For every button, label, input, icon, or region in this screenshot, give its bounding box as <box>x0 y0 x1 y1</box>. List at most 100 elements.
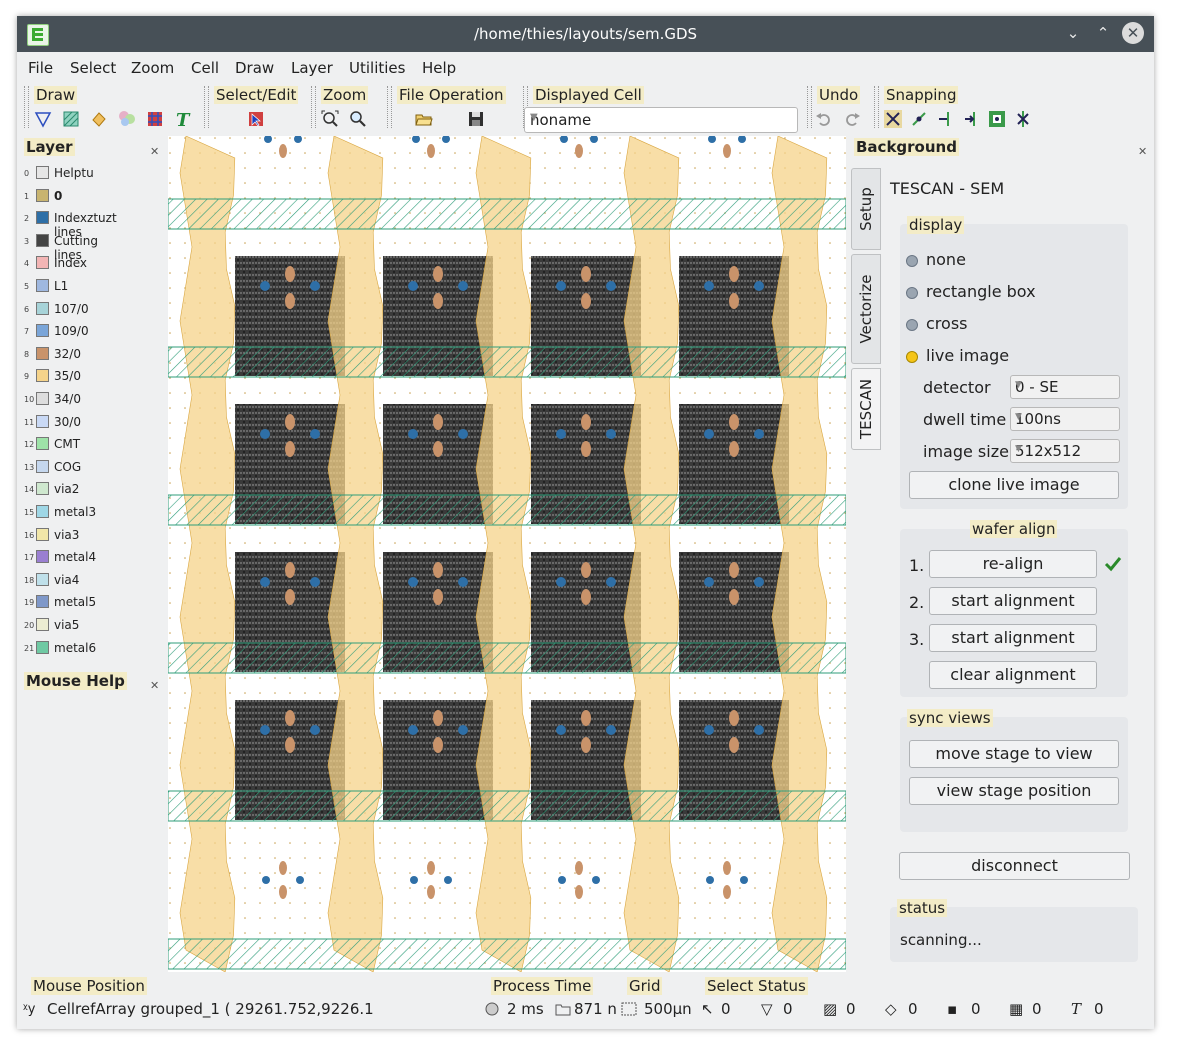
menu-help[interactable]: Help <box>422 59 457 77</box>
via-dot <box>592 876 600 884</box>
layer-swatch-icon <box>36 301 49 315</box>
contact-mark <box>433 414 443 430</box>
snap-edge-icon[interactable] <box>936 110 954 128</box>
via-dot <box>708 136 716 143</box>
toolbar-grip[interactable] <box>874 86 879 128</box>
via-dot <box>408 725 418 735</box>
radio-none[interactable]: none <box>906 250 966 269</box>
toolbar-grip[interactable] <box>807 86 812 128</box>
snap-cross-icon[interactable] <box>1014 110 1032 128</box>
displayed-cell-select[interactable]: noname ▼ <box>524 107 798 133</box>
chevron-down-icon: ▼ <box>1015 380 1022 390</box>
layer-number: 11 <box>24 417 35 427</box>
radio-live-image[interactable]: live image <box>906 346 1009 365</box>
grid-value: 500µn <box>644 1000 692 1018</box>
menu-file[interactable]: File <box>28 59 54 77</box>
toolbar-grip[interactable] <box>204 86 209 128</box>
clone-live-image-button[interactable]: clone live image <box>909 471 1119 499</box>
menu-cell[interactable]: Cell <box>191 59 220 77</box>
layer-name: L1 <box>54 279 69 293</box>
select-status-label: Select Status <box>705 977 808 995</box>
snap-point-icon[interactable] <box>910 110 928 128</box>
start-alignment-button-3[interactable]: start alignment <box>929 624 1097 652</box>
layer-swatch-icon <box>36 279 49 292</box>
layer-name: 35/0 <box>54 369 81 384</box>
dwell-time-select[interactable]: 100ns▼ <box>1010 407 1120 431</box>
snap-center-icon[interactable] <box>988 110 1006 128</box>
sync-views-label: sync views <box>907 709 993 727</box>
contact-mark <box>581 266 591 282</box>
via-dot <box>754 725 764 735</box>
maximize-icon[interactable]: ⌃ <box>1096 24 1110 42</box>
layer-name: via5 <box>54 618 80 632</box>
layer-swatch-icon <box>36 256 49 270</box>
via-dot <box>704 429 714 439</box>
close-icon[interactable]: ✕ <box>150 679 160 692</box>
layer-number: 1 <box>24 191 30 201</box>
open-folder-icon[interactable] <box>415 110 433 128</box>
minimize-icon[interactable]: ⌄ <box>1066 24 1080 42</box>
close-icon[interactable]: ✕ <box>1122 22 1144 44</box>
view-stage-position-button[interactable]: view stage position <box>909 777 1119 805</box>
menu-utilities[interactable]: Utilities <box>349 59 406 77</box>
tab-tescan[interactable]: TESCAN <box>851 368 881 450</box>
layer-panel-title: Layer <box>24 138 75 156</box>
radio-rectangle-box[interactable]: rectangle box <box>906 282 1036 301</box>
tab-setup[interactable]: Setup <box>851 168 881 250</box>
radio-cross[interactable]: cross <box>906 314 967 333</box>
clear-alignment-button[interactable]: clear alignment <box>929 661 1097 689</box>
process-extra-value: 871 n <box>574 1000 617 1018</box>
re-align-button[interactable]: re-align <box>929 550 1097 578</box>
draw-path-icon[interactable] <box>90 110 108 128</box>
contact-mark <box>279 144 287 158</box>
select-icon-pointer: ↖ <box>701 1000 714 1018</box>
layout-drawing[interactable] <box>168 136 846 972</box>
image-size-select[interactable]: 512x512▼ <box>1010 439 1120 463</box>
toolbar-grip[interactable] <box>387 86 392 128</box>
metal-column <box>623 136 680 972</box>
via-dot <box>738 136 746 143</box>
detector-select[interactable]: 0 - SE▼ <box>1010 375 1120 399</box>
draw-box-icon[interactable] <box>62 110 80 128</box>
contact-mark <box>729 562 739 578</box>
menu-layer[interactable]: Layer <box>291 59 333 77</box>
menu-zoom[interactable]: Zoom <box>131 59 175 77</box>
disconnect-button[interactable]: disconnect <box>899 852 1130 880</box>
mouse-position-value: CellrefArray grouped_1 ( 29261.752,9226.… <box>47 1000 374 1018</box>
undo-icon[interactable] <box>815 110 833 128</box>
toolbar-grip[interactable] <box>24 86 29 128</box>
via-dot <box>558 876 566 884</box>
move-stage-to-view-button[interactable]: move stage to view <box>909 740 1119 768</box>
select-icon-text: T <box>1071 1000 1082 1018</box>
contact-mark <box>729 266 739 282</box>
close-icon[interactable]: ✕ <box>1138 145 1148 158</box>
redo-icon[interactable] <box>843 110 861 128</box>
snap-grid-icon[interactable] <box>884 110 902 128</box>
draw-cellref-icon[interactable] <box>146 110 164 128</box>
draw-polygon-icon[interactable] <box>34 110 52 128</box>
layer-number: 7 <box>24 327 30 337</box>
draw-circle-icon[interactable] <box>118 110 136 128</box>
zoom-icon[interactable] <box>349 110 367 128</box>
draw-text-icon[interactable]: T <box>174 110 192 128</box>
contact-mark <box>285 293 295 309</box>
via-dot <box>260 429 270 439</box>
contact-mark <box>433 737 443 753</box>
layout-canvas[interactable] <box>168 136 846 972</box>
layer-name: metal6 <box>54 640 97 655</box>
via-dot <box>410 876 418 884</box>
start-alignment-button-2[interactable]: start alignment <box>929 587 1097 615</box>
menu-draw[interactable]: Draw <box>235 59 275 77</box>
layer-number: 10 <box>24 395 35 404</box>
select-arrow-icon[interactable] <box>247 110 265 128</box>
snap-middle-icon[interactable] <box>962 110 980 128</box>
close-icon[interactable]: ✕ <box>150 145 160 158</box>
menu-select[interactable]: Select <box>70 59 117 77</box>
save-icon[interactable] <box>467 110 485 128</box>
zoom-fit-icon[interactable] <box>321 110 339 128</box>
toolbar-grip[interactable] <box>311 86 316 128</box>
tab-vectorize[interactable]: Vectorize <box>851 254 881 364</box>
layer-swatch-icon <box>36 414 49 428</box>
contact-mark <box>433 562 443 578</box>
layer-number: 3 <box>24 236 30 246</box>
